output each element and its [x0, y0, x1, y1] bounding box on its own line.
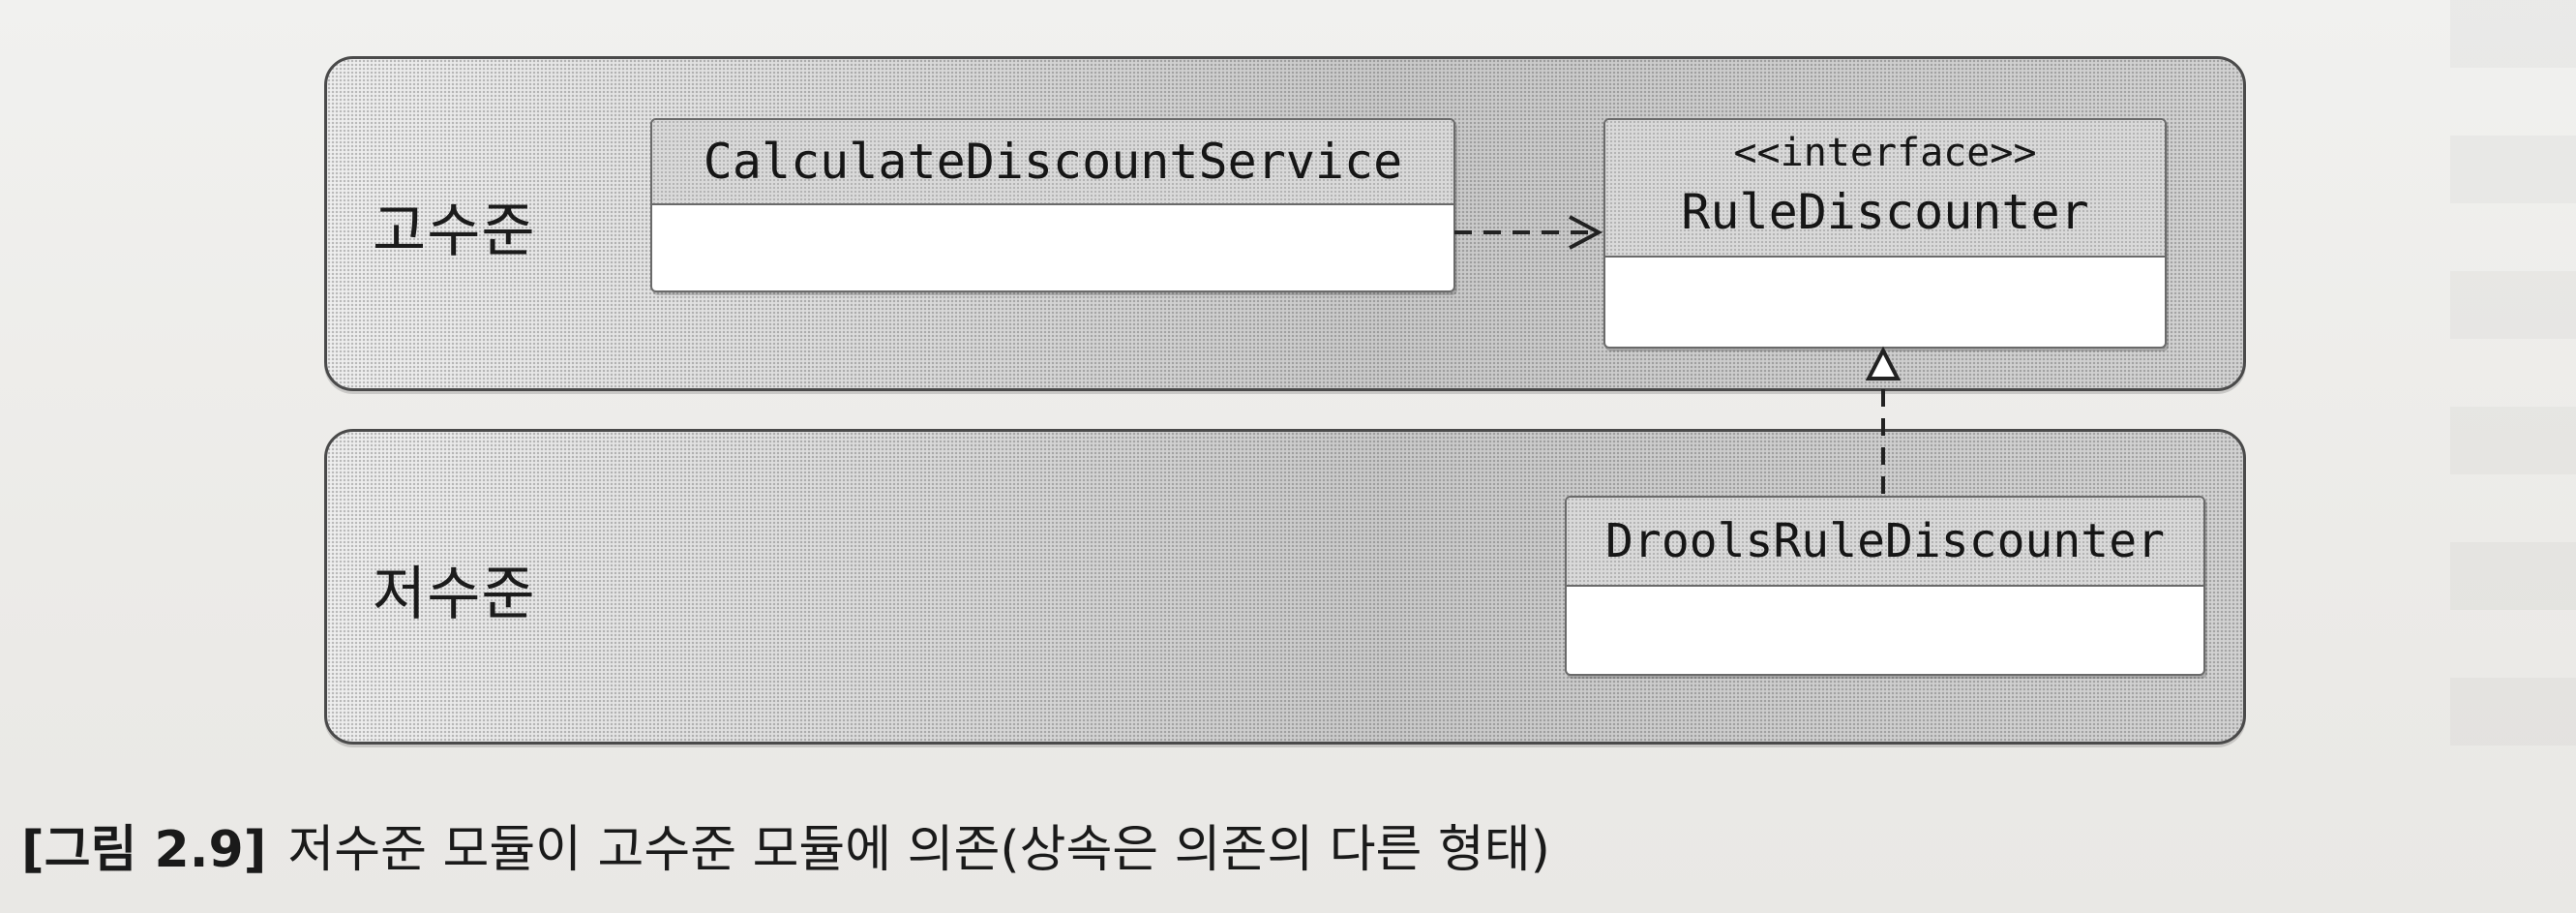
class-name: RuleDiscounter — [1681, 184, 2089, 240]
figure-caption: [그림 2.9] 저수준 모듈이 고수준 모듈에 의존(상속은 의존의 다른 형태… — [21, 808, 1550, 881]
dependency-arrow — [1454, 215, 1603, 250]
drools-rule-discounter-class: DroolsRuleDiscounter — [1565, 496, 2205, 676]
class-header: <<interface>> RuleDiscounter — [1605, 120, 2165, 258]
realization-arrow — [1865, 346, 1902, 494]
figure-number: [그림 2.9] — [21, 821, 267, 879]
high-level-label: 고수준 — [373, 198, 536, 265]
class-name: CalculateDiscountService — [652, 120, 1453, 205]
class-name: DroolsRuleDiscounter — [1567, 498, 2203, 587]
interface-stereotype: <<interface>> — [1733, 131, 2037, 175]
calculate-discount-service-class: CalculateDiscountService — [650, 118, 1455, 292]
low-level-label: 저수준 — [373, 561, 536, 628]
caption-text: 저수준 모듈이 고수준 모듈에 의존(상속은 의존의 다른 형태) — [287, 821, 1550, 879]
bleed-through-text — [2450, 0, 2576, 775]
rule-discounter-interface: <<interface>> RuleDiscounter — [1603, 118, 2167, 349]
